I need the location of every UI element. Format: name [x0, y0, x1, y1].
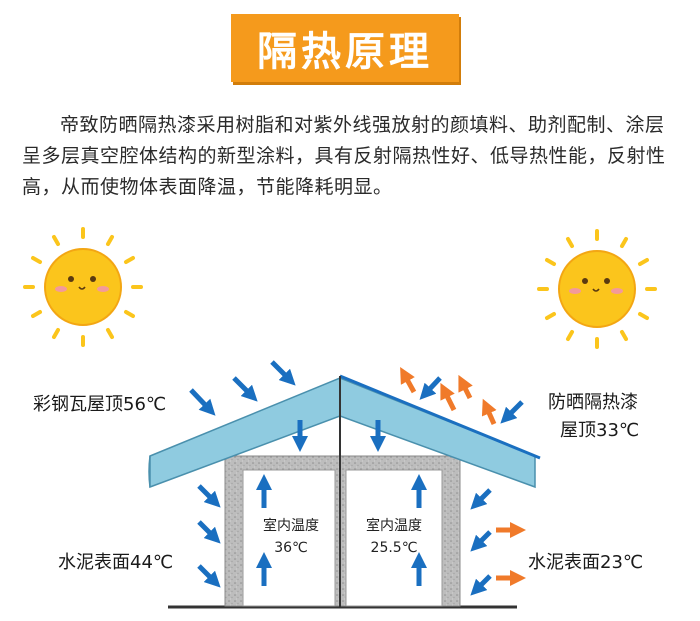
cement-wall-label-left: 水泥表面44℃: [58, 552, 174, 573]
intro-paragraph: 帝致防晒隔热漆采用树脂和对紫外线强放射的颜填料、助剂配制、涂层呈多层真空腔体结构…: [22, 114, 666, 198]
sun-icon-left: [23, 227, 143, 347]
heat-arrows-blue: [189, 360, 524, 596]
cement-wall-label-right: 水泥表面23℃: [528, 552, 644, 573]
steel-roof-label: 彩钢瓦屋顶56℃: [33, 394, 167, 415]
room-value-left: 36℃: [274, 540, 308, 556]
sun-icon-right: [537, 229, 657, 349]
page-title: 隔热原理: [257, 29, 433, 75]
room-title-right: 室内温度: [366, 518, 422, 534]
reflect-arrows-orange: [400, 367, 527, 587]
room-value-right: 25.5℃: [370, 540, 418, 556]
title-banner: 隔热原理: [231, 14, 459, 82]
coated-roof-label-line2: 屋顶33℃: [560, 420, 640, 441]
roof: [148, 374, 541, 489]
coated-roof-label-line1: 防晒隔热漆: [548, 392, 638, 413]
room-temp-right: 室内温度 25.5℃: [349, 515, 439, 559]
room-title-left: 室内温度: [263, 518, 319, 534]
room-temp-left: 室内温度 36℃: [246, 515, 336, 559]
